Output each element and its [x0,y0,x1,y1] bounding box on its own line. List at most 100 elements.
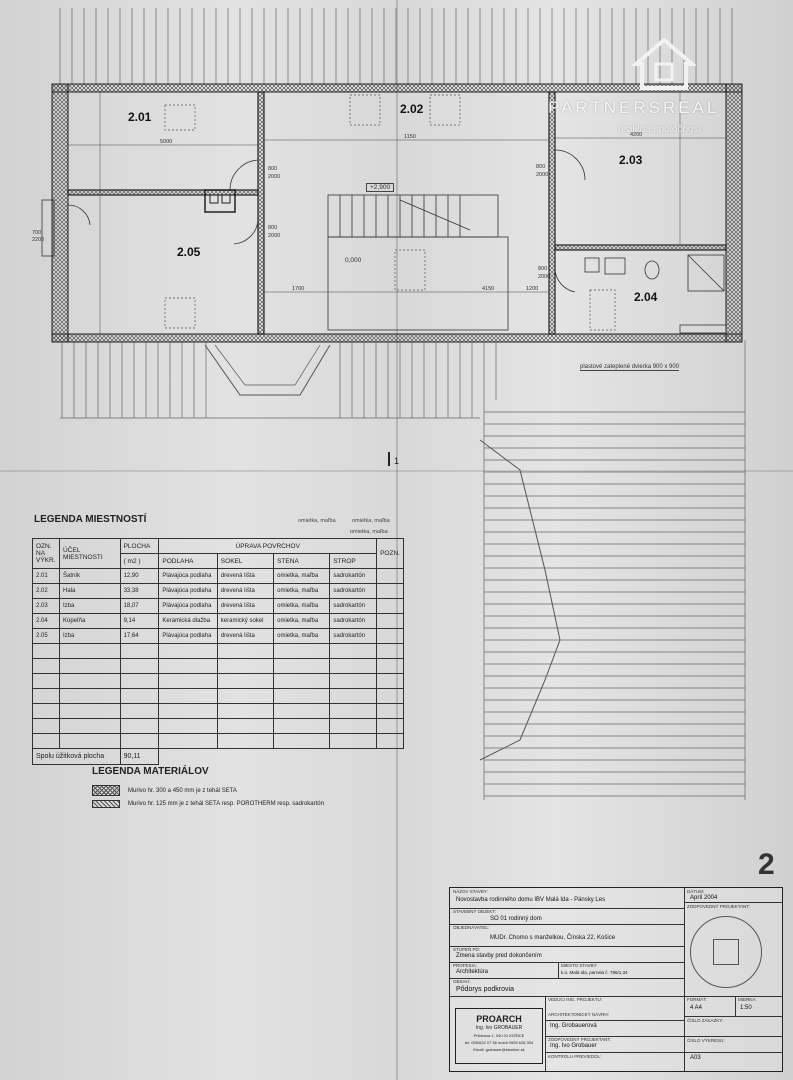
door-dim: 2000 [538,274,551,280]
table-row-empty [32,718,404,734]
col-sokel: SOKEL [216,553,275,569]
authorized-architect-stamp [690,916,762,988]
value-place: k.ú. Malá Ida, parcela č. 786/1,34 [561,970,628,975]
label-place: MIESTO STAVBY: [561,963,598,968]
total-value: 90,11 [119,748,160,765]
room-label-2-05: 2.05 [177,245,201,259]
width-dim: 1700 [292,286,305,292]
col-ceiling: STROP [329,553,378,569]
cell-note [376,583,404,599]
material-item: Murivo hr. 300 a 450 mm je z tehál SETA [92,785,237,796]
col-purpose: ÚČEL MIESTNOSTI [58,538,121,569]
door-dim: 800 [268,225,278,231]
cell-ceiling: sadrokartón [329,583,378,599]
legend-note: omietka, maľba [298,518,336,524]
value-date: Apríl 2004 [690,895,718,901]
label-part: PROFESIA: [453,963,478,968]
material-label: Murivo hr. 125 mm je z tehál SETA resp. … [128,801,324,807]
table-row: 2.04 Kúpeľňa 9,14 Keramická dlažba keram… [32,613,404,629]
roof-rafters-right [483,340,746,800]
cell-floor: Plávajúca podlaha [158,568,218,584]
table-total-row: Spolu úžitková plocha 90,11 [32,748,404,765]
firm-box: PROARCH Ing. Ivo GROBAUER Pribinova 1, 0… [455,1008,543,1064]
table-row: 2.05 Izba 17,64 Plávajúca podlaha dreven… [32,628,404,644]
value-object: SO 01 rodinný dom [490,916,542,922]
legend-materials-title: LEGENDA MATERIÁLOV [92,766,209,777]
label-client: OBJEDNÁVATEĽ: [453,925,490,930]
cell-ozn: 2.04 [32,613,60,629]
room-label-2-02: 2.02 [400,102,424,116]
table-row: 2.02 Hala 33,38 Plávajúca podlaha dreven… [32,583,404,599]
table-row-empty [32,658,404,674]
door-dim: 800 [536,164,546,170]
label-architect: ARCHITEKTONICKÝ NÁVRH: [548,1012,609,1017]
label-designer: ZODPOVEDNÝ PROJEKTANT: [548,1037,611,1042]
staircase [327,194,509,331]
value-scale: 1:50 [740,1005,752,1011]
col-finish: ÚPRAVA POVRCHOV [158,538,378,554]
cell-note [376,613,404,629]
label-stage: STUPEŇ PD: [453,947,481,952]
house-logo-icon [632,37,696,90]
cell-purpose: Izba [58,628,121,644]
width-dim: 1200 [526,286,539,292]
legend-rooms-title: LEGENDA MIESTNOSTÍ [34,514,147,525]
roof-rafters-bottom [60,342,497,419]
door-dim: 2000 [268,233,281,239]
room-label-2-03: 2.03 [619,153,643,167]
cell-sokel: keramický sokel [216,613,275,629]
value-format: 4 A4 [690,1005,703,1011]
label-scale: MIERKA: [738,997,757,1002]
value-designer: Ing. Ivo Grobauer [550,1043,597,1049]
cell-sokel: drevená lišta [216,583,275,599]
room-label-2-01: 2.01 [128,110,152,124]
cell-ceiling: sadrokartón [329,568,378,584]
cell-ozn: 2.05 [32,628,60,644]
hatch-note: plastové zateplené dvierka 900 x 900 [580,364,680,371]
label-drawing-no: ČÍSLO VÝKRESU: [687,1038,725,1043]
cell-floor: Plávajúca podlaha [158,583,218,599]
value-architect: Ing. Grobauerová [550,1023,597,1029]
cell-purpose: Kúpeľňa [58,613,121,629]
col-area: PLOCHA [119,538,160,554]
watermark-tagline: realitná spoločnosť [618,124,703,135]
rooms-table: OZN. NA VÝKR. ÚČEL MIESTNOSTI PLOCHA ÚPR… [32,538,404,765]
value-project: Novostavba rodinného domu IBV Malá Ida -… [456,897,606,903]
cell-floor: Keramická dlažba [158,613,218,629]
cell-sokel: drevená lišta [216,628,275,644]
width-dim: 4200 [630,132,643,138]
cell-wall: omietka, maľba [273,628,331,644]
cell-area: 17,64 [119,628,160,644]
door-dim: 800 [268,166,278,172]
label-project: NÁZOV STAVBY: [453,889,488,894]
table-row-empty [32,673,404,689]
width-dim: 1150 [404,134,416,140]
hatch-thin-wall-icon [92,800,120,808]
table-row-empty [32,733,404,749]
dimension-lines [68,92,726,334]
firm-address: Pribinova 1, 040 01 KOŠICE [473,1033,525,1038]
cell-wall: omietka, maľba [273,568,331,584]
window-dim: 2200 [32,237,45,243]
table-header-row: OZN. NA VÝKR. ÚČEL MIESTNOSTI PLOCHA ÚPR… [32,538,404,569]
cell-ceiling: sadrokartón [329,628,378,644]
door-swings [67,149,586,293]
cell-purpose: Hala [58,583,121,599]
firm-contact: tel. 055/622 07 56 mobil 0905 628 304 [464,1040,534,1045]
cell-floor: Plávajúca podlaha [158,628,218,644]
cell-wall: omietka, maľba [273,583,331,599]
outer-walls [51,83,743,343]
cell-purpose: Šatník [58,568,121,584]
fold-line-horizontal [0,470,793,472]
label-check: KONTROLU PREVIEDOL: [548,1054,602,1059]
table-row-empty [32,703,404,719]
value-drawing: Pôdorys podkrovia [456,986,514,993]
floor-plan: 2.01 2.02 2.03 2.04 2.05 800 2000 800 20… [32,8,746,800]
door-dim: 2000 [536,172,549,178]
label-object: STAVEBNÝ OBJEKT: [453,909,496,914]
cell-sokel: drevená lišta [216,568,275,584]
title-block: NÁZOV STAVBY: Novostavba rodinného domu … [449,887,783,1072]
door-dim: 800 [538,266,548,272]
material-item: Murivo hr. 125 mm je z tehál SETA resp. … [92,800,324,808]
legend-note: omietka, maľba [352,518,390,524]
